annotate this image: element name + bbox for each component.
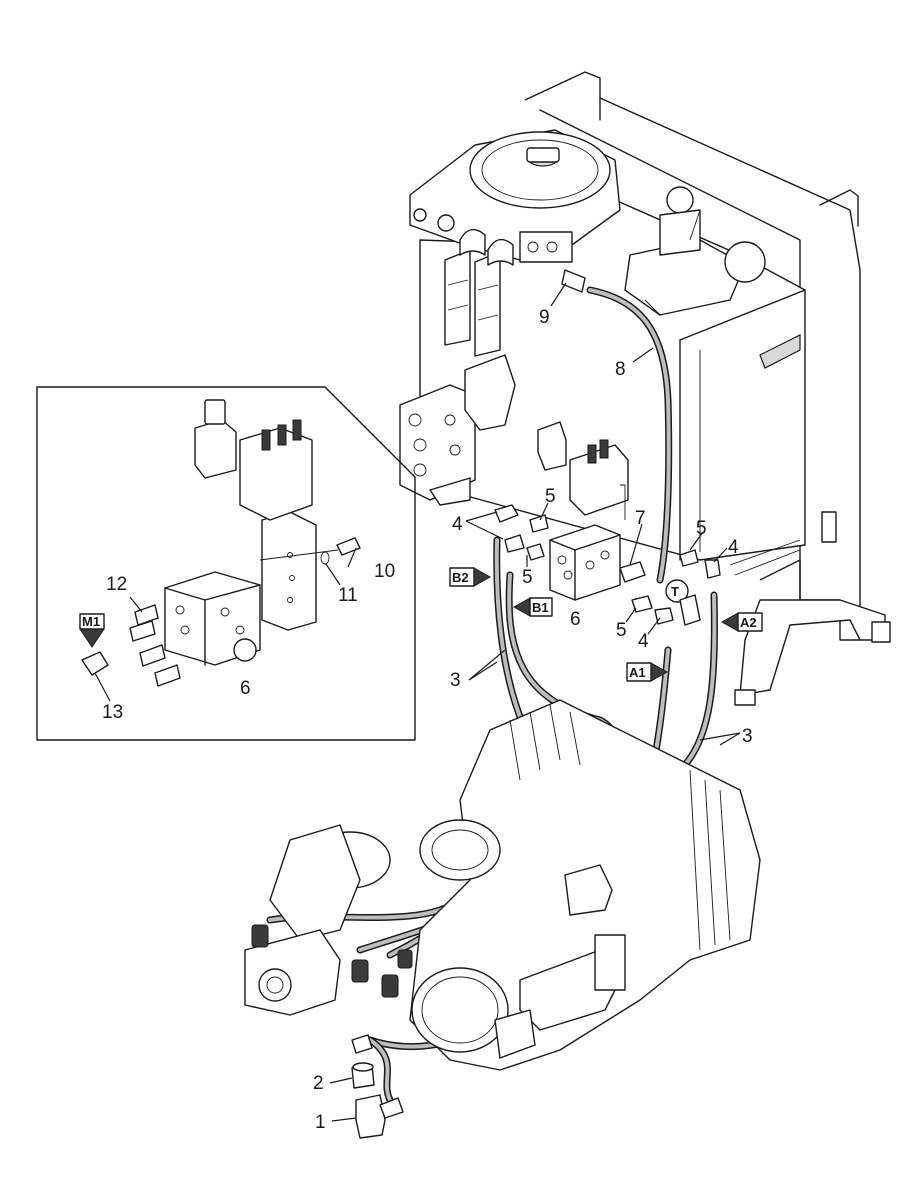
callout-9: 9	[539, 307, 550, 328]
fittings-1-2	[351, 1034, 404, 1139]
callouts: 9 8 4 5 5 6 7 5 4 5 4 3 3 2 1 12 13 6 11…	[102, 307, 753, 1133]
callout-5-lower: 5	[616, 620, 627, 641]
callout-4-left: 4	[452, 514, 463, 535]
manifold-6	[537, 421, 629, 601]
port-tag-b1: B1	[512, 597, 553, 617]
pump-transmission	[244, 699, 761, 1071]
detail-inset	[36, 386, 416, 741]
callout-12: 12	[106, 574, 127, 595]
callout-13: 13	[102, 702, 123, 723]
svg-text:A1: A1	[629, 665, 646, 680]
port-tag-a2: A2	[720, 612, 763, 632]
leader-lines	[94, 282, 741, 1122]
callout-5-upper: 5	[545, 486, 556, 507]
callout-10: 10	[374, 561, 395, 582]
callout-3-left: 3	[450, 670, 461, 691]
callout-3-right: 3	[742, 726, 753, 747]
callout-1: 1	[315, 1112, 326, 1133]
port-t-label: T	[671, 584, 679, 599]
callout-7: 7	[635, 508, 646, 529]
callout-2: 2	[313, 1073, 324, 1094]
callout-4-right: 4	[728, 537, 739, 558]
hydraulic-tank	[399, 71, 891, 706]
hose-8	[561, 269, 673, 584]
port-tag-b2: B2	[449, 567, 492, 587]
callout-8: 8	[615, 359, 626, 380]
callout-6-main: 6	[570, 609, 581, 630]
callout-6-inset: 6	[240, 678, 251, 699]
callout-4-lower: 4	[638, 631, 649, 652]
port-tag-m1: M1	[79, 613, 105, 648]
callout-5-middle: 5	[522, 567, 533, 588]
port-t-marker	[665, 579, 689, 603]
fittings-upper: T	[494, 504, 721, 626]
svg-text:B1: B1	[532, 600, 549, 615]
svg-text:B2: B2	[452, 570, 469, 585]
port-tag-a1: A1	[626, 662, 669, 682]
svg-text:A2: A2	[740, 615, 757, 630]
callout-11: 11	[338, 585, 358, 606]
callout-5-right: 5	[696, 518, 707, 539]
svg-text:M1: M1	[82, 614, 100, 629]
